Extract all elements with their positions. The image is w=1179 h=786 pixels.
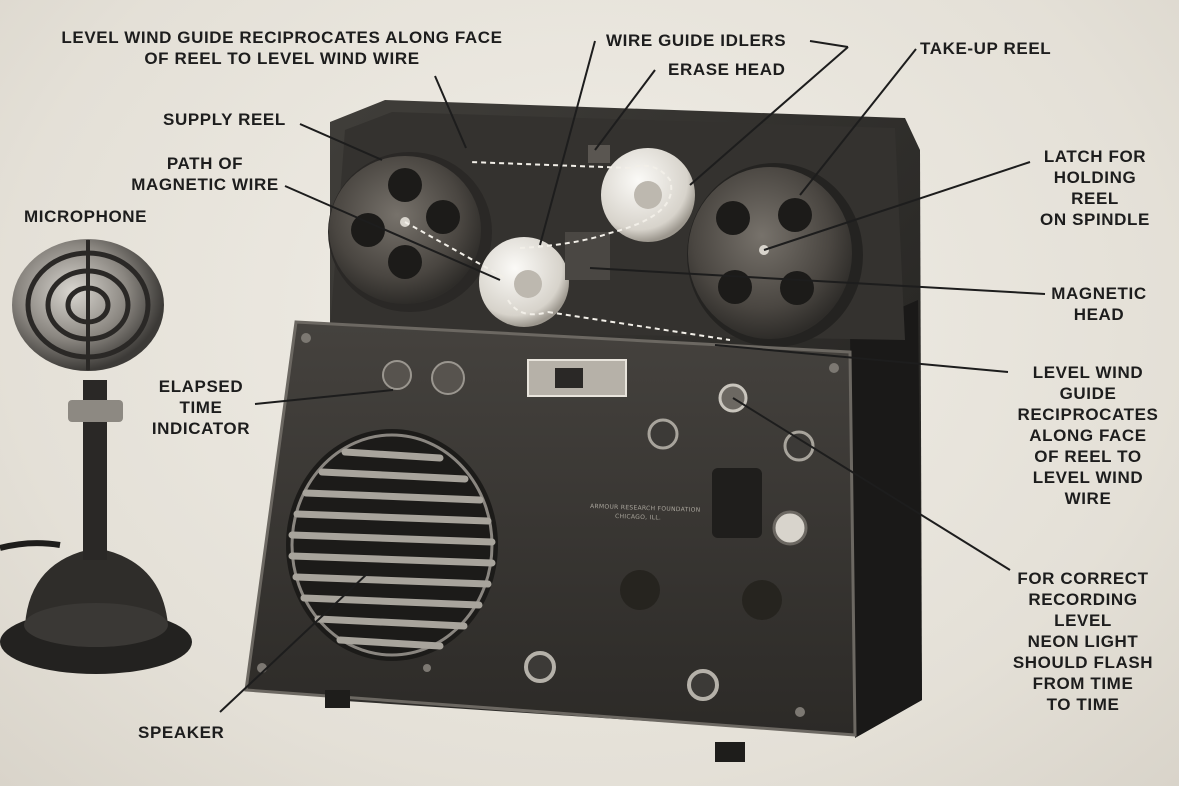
wire-guide-idler-lower bbox=[479, 237, 569, 327]
erase-head-block bbox=[588, 145, 610, 163]
label-lw-right-line-6: LEVEL WIND bbox=[1032, 468, 1144, 487]
label-magnetic-head: MAGNETIC HEAD bbox=[1042, 283, 1156, 325]
leader-lines bbox=[219, 40, 1046, 713]
label-lw-right-line-7: WIRE bbox=[1064, 489, 1112, 508]
label-neon-line-6: FROM TIME bbox=[1032, 674, 1134, 693]
label-neon-line-7: TO TIME bbox=[1046, 695, 1120, 714]
foot-left bbox=[325, 690, 350, 708]
label-take-up-reel: TAKE-UP REEL bbox=[920, 39, 1052, 58]
label-latch-line-1: LATCH FOR bbox=[1043, 147, 1147, 166]
label-magnetic-head-line-2: HEAD bbox=[1073, 305, 1125, 324]
label-latch-line-2: HOLDING bbox=[1053, 168, 1137, 187]
elapsed-time-dial bbox=[382, 360, 412, 390]
label-neon-line-5: SHOULD FLASH bbox=[1012, 653, 1154, 672]
speaker-grille bbox=[286, 429, 498, 661]
maker-plate-line-1: ARMOUR RESEARCH FOUNDATION bbox=[590, 503, 701, 514]
indicator-lamp bbox=[772, 510, 808, 546]
label-elapsed-line-2: TIME bbox=[179, 398, 223, 417]
balance-knob bbox=[431, 361, 465, 395]
speaker-grille-bars bbox=[288, 448, 496, 650]
wire-path bbox=[404, 161, 731, 341]
label-level-wind-top-line-1: LEVEL WIND GUIDE RECIPROCATES ALONG FACE bbox=[61, 28, 503, 47]
tone-knob-left bbox=[620, 570, 660, 610]
label-neon-line-4: NEON LIGHT bbox=[1027, 632, 1139, 651]
label-wire-guide-idlers: WIRE GUIDE IDLERS bbox=[606, 31, 787, 50]
label-elapsed-line-1: ELAPSED bbox=[158, 377, 244, 396]
label-lw-right-line-1: LEVEL WIND bbox=[1032, 363, 1144, 382]
label-microphone: MICROPHONE bbox=[24, 207, 148, 226]
microphone bbox=[0, 239, 192, 674]
label-elapsed-time-indicator: ELAPSED TIME INDICATOR bbox=[140, 376, 262, 439]
label-lw-right-line-4: ALONG FACE bbox=[1029, 426, 1147, 445]
label-level-wind-top-line-2: OF REEL TO LEVEL WIND WIRE bbox=[144, 49, 420, 68]
label-lw-right-line-2: GUIDE bbox=[1059, 384, 1117, 403]
output-jack bbox=[524, 651, 556, 683]
label-path-line-2: MAGNETIC WIRE bbox=[131, 175, 279, 194]
controls: ARMOUR RESEARCH FOUNDATION CHICAGO, ILL. bbox=[382, 359, 815, 701]
supply-reel bbox=[328, 152, 492, 312]
input-jack bbox=[687, 669, 719, 701]
label-neon-line-1: FOR CORRECT bbox=[1017, 569, 1149, 588]
label-level-wind-top: LEVEL WIND GUIDE RECIPROCATES ALONG FACE… bbox=[44, 27, 520, 69]
label-neon-light: FOR CORRECT RECORDING LEVEL NEON LIGHT S… bbox=[990, 568, 1176, 715]
jack-right bbox=[783, 430, 815, 462]
label-lw-right-line-5: OF REEL TO bbox=[1034, 447, 1142, 466]
label-lw-right-line-3: RECIPROCATES bbox=[1017, 405, 1159, 424]
label-latch-line-3: REEL bbox=[1071, 189, 1119, 208]
volume-control bbox=[712, 468, 762, 538]
label-path-of-magnetic-wire: PATH OF MAGNETIC WIRE bbox=[122, 153, 288, 195]
jack-left bbox=[647, 418, 679, 450]
label-level-wind-right: LEVEL WIND GUIDE RECIPROCATES ALONG FACE… bbox=[1006, 362, 1170, 509]
label-magnetic-head-line-1: MAGNETIC bbox=[1051, 284, 1147, 303]
wire-guide-idler-upper bbox=[601, 148, 695, 242]
foot-right bbox=[715, 742, 745, 762]
label-erase-head: ERASE HEAD bbox=[668, 60, 786, 79]
label-elapsed-line-3: INDICATOR bbox=[151, 419, 251, 438]
label-latch: LATCH FOR HOLDING REEL ON SPINDLE bbox=[1020, 146, 1170, 230]
motion-switch-lever bbox=[555, 368, 583, 388]
take-up-reel bbox=[687, 163, 863, 347]
label-supply-reel: SUPPLY REEL bbox=[163, 110, 286, 129]
label-path-line-1: PATH OF bbox=[166, 154, 244, 173]
label-neon-line-3: LEVEL bbox=[1054, 611, 1112, 630]
label-speaker: SPEAKER bbox=[138, 723, 225, 742]
label-neon-line-2: RECORDING bbox=[1028, 590, 1138, 609]
label-latch-line-4: ON SPINDLE bbox=[1040, 210, 1150, 229]
maker-plate-line-2: CHICAGO, ILL. bbox=[615, 513, 661, 522]
tone-knob-right bbox=[742, 580, 782, 620]
